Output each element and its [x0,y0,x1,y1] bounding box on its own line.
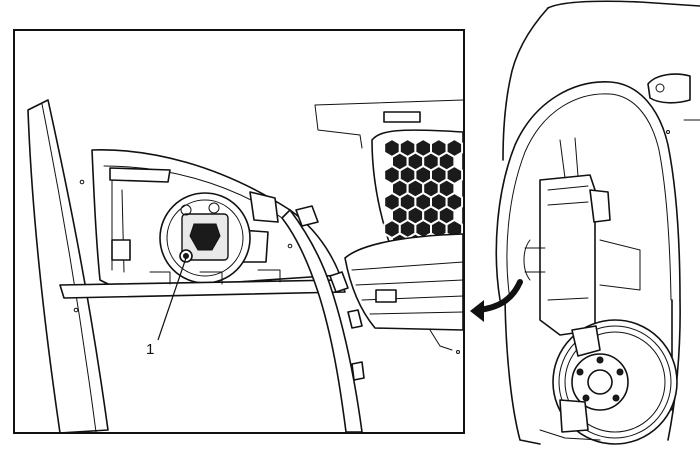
bracket-connector [375,289,397,303]
lower-knuckle [559,399,589,433]
upper-bracket [383,111,421,123]
callout-1-leader [157,257,187,341]
grille-mesh [383,137,463,253]
bracket-ribs [351,261,463,315]
callout-1-label: 1 [146,341,154,358]
fender-arch-inner [506,93,672,301]
rotor-vent-ring [558,325,672,439]
adjuster-screw-center [183,253,189,259]
panel-dot [79,179,85,185]
trim-clip-upper [295,205,319,227]
housing-clip [111,239,131,261]
fender-arch-outer [495,81,681,301]
housing-top-tab [109,167,171,183]
fascia-trim-strip [281,209,363,432]
housing-dot [287,243,293,249]
trim-clip-middle [329,271,349,293]
removal-arrow [470,279,523,322]
bulb-access-inner [166,199,244,277]
caliper-bracket [571,325,601,357]
mirror-bolt [655,83,665,93]
body-front-contour [502,7,549,161]
upper-mount [559,137,579,179]
left-body-panel [27,99,109,432]
panel-dot-2 [73,307,79,313]
panel-crease [41,103,97,432]
inner-panel [599,239,641,291]
bulb-connector [189,223,221,251]
hose-clip [523,239,546,281]
trim-clip-lower [347,309,363,329]
vehicle-overview [495,0,700,445]
rotor-inner-ring [564,331,666,433]
mount-bolt-upper-left [180,204,192,216]
strut-housing [539,174,596,336]
body-dot [666,130,670,134]
upper-fascia-edge [314,99,463,149]
housing-right-tab [249,191,279,223]
mirror-detail [647,73,691,104]
arrow-head [470,300,484,322]
liner-lower-right [667,299,681,441]
strut-bracket [589,189,611,223]
body-roof-line [547,0,700,9]
liner-bottom-edge [539,429,601,441]
trim-clip-bottom [351,361,365,381]
bracket-dot [456,350,460,354]
mount-bolt-upper-right [208,202,220,214]
liner-lower-left [504,299,541,445]
lower-mount-rail [59,279,346,299]
wheel-studs [576,356,624,402]
bumper-bracket [344,233,463,331]
rail-clips [149,269,281,285]
wire-lead [429,329,453,351]
hub-center [587,369,613,395]
detail-inset: 1 [13,29,465,434]
strut-ribs [547,185,589,301]
